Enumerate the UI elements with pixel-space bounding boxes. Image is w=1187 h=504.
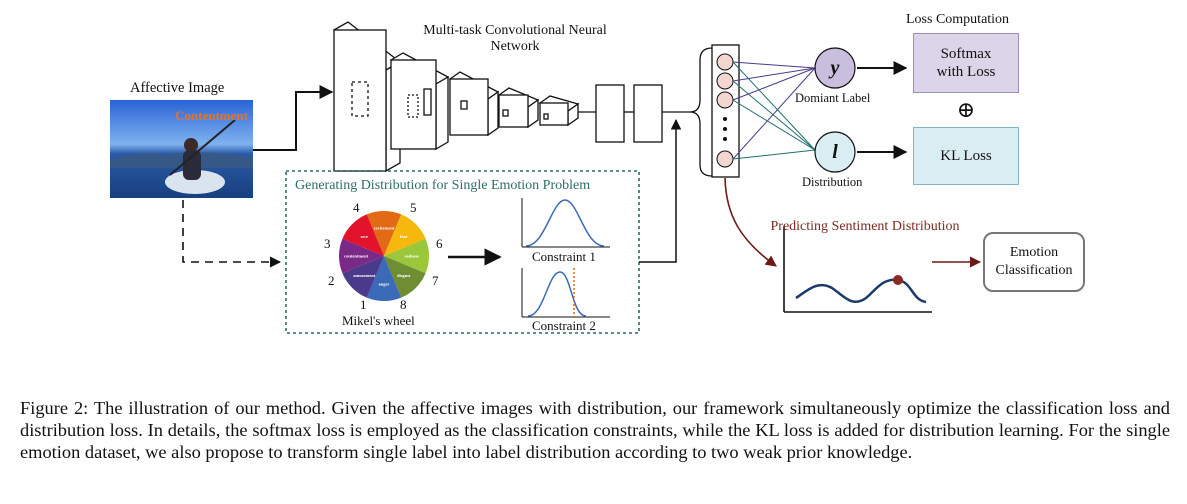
node-y-symbol: y	[830, 57, 840, 79]
affective-image-title: Affective Image	[130, 80, 225, 96]
affective-image	[110, 100, 253, 198]
constraint1-plot	[521, 198, 610, 248]
wheel-number-8: 8	[400, 297, 407, 312]
wheel-label-anger: anger	[379, 281, 390, 286]
wheel-label-disgust: disgust	[397, 273, 411, 278]
wheel-number-4: 4	[353, 200, 360, 215]
plus-symbol: ⊕	[956, 97, 976, 122]
fc-connections	[732, 61, 816, 160]
wheel-sector-excitement	[366, 211, 402, 256]
wheel-number-1: 1	[360, 297, 367, 312]
sentiment-distribution-plot	[783, 226, 932, 313]
wheel-label-excitement: excitement	[374, 226, 395, 231]
wheel-sector-sadness	[384, 238, 430, 274]
loss-computation-title: Loss Computation	[906, 12, 1010, 27]
predicting-title: Predicting Sentiment Distribution	[770, 219, 960, 234]
mikels-wheel: excitement fear sadness disgust anger amuseme…	[338, 211, 430, 302]
kl-loss-box: KL Loss	[913, 127, 1019, 185]
wheel-label-fear: fear	[400, 234, 408, 239]
wheel-sector-amusement	[342, 256, 384, 298]
wheel-sector-disgust	[384, 256, 426, 298]
figure-canvas: excitement fear sadness disgust anger amuseme…	[110, 21, 982, 334]
wheel-caption: Mikel's wheel	[342, 313, 415, 328]
dominant-label-node	[814, 47, 856, 89]
cnn-layers	[332, 21, 663, 173]
wheel-number-5: 5	[410, 200, 417, 215]
neuron-column	[711, 44, 740, 178]
generating-box	[285, 170, 640, 334]
wheel-number-7: 7	[432, 273, 439, 288]
distribution-node	[814, 131, 856, 173]
wheel-label-amusement: amusement	[353, 273, 375, 278]
constraint2-plot	[521, 268, 610, 318]
dominant-label-text: Domiant Label	[795, 91, 871, 105]
wheel-label-contentment: contentment	[344, 254, 368, 259]
network-title: Multi-task Convolutional Neural Network	[423, 23, 607, 54]
wheel-sector-anger	[366, 256, 402, 302]
image-emotion-label: Contentment	[175, 108, 248, 123]
layer-brace	[689, 47, 713, 177]
softmax-loss-box: Softmax with Loss	[913, 33, 1019, 93]
node-l-symbol: l	[832, 141, 838, 163]
wheel-number-2: 2	[328, 273, 335, 288]
distribution-text: Distribution	[802, 175, 863, 189]
emotion-classification-box: Emotion Classification	[983, 232, 1085, 292]
wheel-number-6: 6	[436, 236, 443, 251]
wheel-sector-contentment	[338, 238, 384, 274]
generating-box-title: Generating Distribution for Single Emoti…	[295, 178, 591, 193]
wheel-label-sadness: sadness	[405, 254, 420, 259]
figure-caption: Figure 2: The illustration of our method…	[20, 398, 1170, 462]
wheel-sector-awe	[342, 214, 384, 256]
constraint2-label: Constraint 2	[532, 318, 596, 333]
constraint1-label: Constraint 1	[532, 249, 596, 264]
method-figure: excitement fear sadness disgust anger amuseme…	[110, 12, 1085, 334]
wheel-number-3: 3	[324, 236, 331, 251]
wheel-sector-fear	[384, 214, 426, 256]
wheel-label-awe: awe	[361, 234, 369, 239]
